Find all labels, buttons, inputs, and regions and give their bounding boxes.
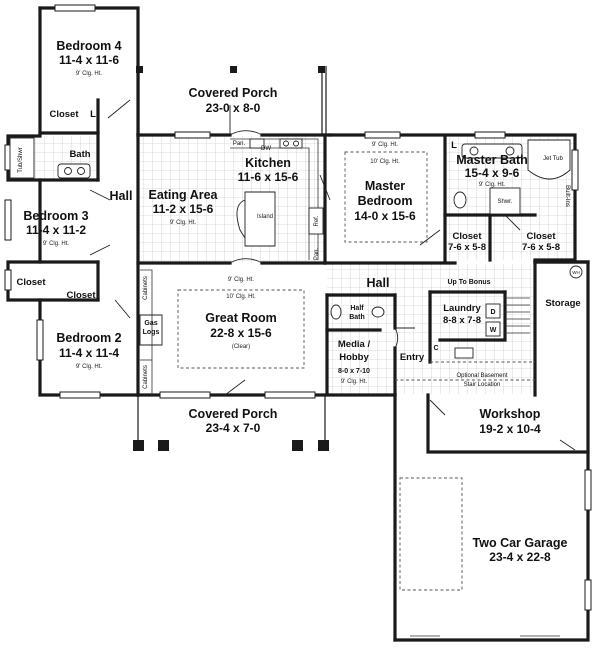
porch-rear-name: Covered Porch bbox=[189, 86, 278, 100]
porch-front-name: Covered Porch bbox=[189, 407, 278, 421]
dishwasher-label: DW bbox=[261, 146, 271, 152]
bedroom2-dims: 11-4 x 11-4 bbox=[59, 346, 119, 360]
room-bedroom4: Bedroom 4 11-4 x 11-6 9' Clg. Ht. bbox=[56, 39, 121, 77]
hall-left-label: Hall bbox=[110, 189, 133, 203]
room-covered-porch-rear: Covered Porch 23-0 x 8-0 bbox=[189, 86, 278, 115]
great-room-clear: (Clear) bbox=[232, 344, 250, 350]
kitchen-dims: 11-6 x 15-6 bbox=[238, 170, 299, 184]
great-room-note-top: 9' Clg. Ht. bbox=[228, 277, 254, 283]
fixtures bbox=[9, 137, 583, 637]
room-closet-right: Closet 7-6 x 5-8 bbox=[522, 231, 560, 253]
up-to-bonus-label: Up To Bonus bbox=[447, 279, 490, 286]
room-bedroom3: Bedroom 3 11-4 x 11-2 9' Clg. Ht. bbox=[23, 209, 88, 247]
doors bbox=[89, 99, 576, 451]
room-eating-area: Eating Area 11-2 x 15-6 9' Clg. Ht. bbox=[148, 188, 218, 226]
closet-bedroom2: Closet bbox=[66, 290, 96, 301]
bedroom2-note: 9' Clg. Ht. bbox=[76, 364, 102, 370]
closet-right-name: Closet bbox=[526, 231, 556, 242]
pantry-label: Pan. bbox=[233, 141, 246, 147]
linen-closet-label: L bbox=[90, 109, 96, 120]
room-garage: Two Car Garage 23-4 x 22-8 bbox=[473, 536, 568, 564]
cabinets-lower-label: Cabinets bbox=[143, 365, 149, 389]
gas-logs-label: Gas bbox=[144, 320, 157, 327]
media-dims: 8-0 x 7-10 bbox=[338, 368, 370, 375]
built-ins-label: Built-Ins bbox=[564, 185, 570, 207]
hall-center-label: Hall bbox=[367, 276, 390, 290]
gas-logs-label2: Logs bbox=[143, 329, 160, 336]
media-note: 9' Clg. Ht. bbox=[341, 379, 367, 385]
eating-area-note: 9' Clg. Ht. bbox=[170, 220, 196, 226]
workshop-name: Workshop bbox=[480, 407, 541, 421]
room-kitchen: Kitchen 11-6 x 15-6 bbox=[238, 156, 299, 184]
great-room-dims: 22-8 x 15-6 bbox=[210, 326, 272, 340]
refrigerator-label: Ref. bbox=[314, 215, 320, 226]
bedroom3-note: 9' Clg. Ht. bbox=[43, 241, 69, 247]
room-bedroom2: Bedroom 2 11-4 x 11-4 9' Clg. Ht. bbox=[56, 331, 121, 370]
laundry-name: Laundry bbox=[443, 303, 481, 314]
linen-master-label: L bbox=[451, 140, 457, 151]
cabinets-upper-label: Cabinets bbox=[143, 276, 149, 300]
master-bedroom-dims: 14-0 x 15-6 bbox=[354, 209, 416, 223]
closet-left-name: Closet bbox=[452, 231, 482, 242]
master-bedroom-note-top: 9' Clg. Ht. bbox=[372, 142, 398, 148]
closet-left-dims: 7-6 x 5-8 bbox=[448, 242, 486, 253]
master-bedroom-name2: Bedroom bbox=[358, 194, 413, 208]
bedroom4-name: Bedroom 4 bbox=[56, 39, 121, 53]
porch-posts bbox=[133, 66, 329, 451]
laundry-dims: 8-8 x 7-8 bbox=[443, 315, 481, 326]
half-bath-label2: Bath bbox=[349, 314, 365, 321]
coats-closet-label: C bbox=[433, 345, 438, 352]
kitchen-name: Kitchen bbox=[245, 156, 291, 170]
porch-rear-dims: 23-0 x 8-0 bbox=[206, 101, 261, 115]
bedroom3-name: Bedroom 3 bbox=[23, 209, 88, 223]
storage-label: Storage bbox=[545, 298, 580, 309]
garage-name: Two Car Garage bbox=[473, 536, 568, 550]
basement-label2: Stair Location bbox=[464, 382, 501, 388]
tub-shower-label: Tub/Shwr bbox=[18, 147, 24, 172]
garage-dims: 23-4 x 22-8 bbox=[489, 550, 551, 564]
basement-label: Optional Basement bbox=[456, 373, 507, 379]
half-bath-label: Half bbox=[350, 305, 364, 312]
pantry2-label: Pan. bbox=[314, 247, 320, 260]
room-covered-porch-front: Covered Porch 23-4 x 7-0 bbox=[189, 407, 278, 435]
media-name: Media / bbox=[338, 339, 371, 350]
bedroom4-dims: 11-4 x 11-6 bbox=[59, 53, 119, 67]
master-bath-note: 9' Clg. Ht. bbox=[479, 182, 505, 188]
room-great-room: 9' Clg. Ht. 10' Clg. Ht. Great Room 22-8… bbox=[205, 277, 277, 350]
room-closet-left: Closet 7-6 x 5-8 bbox=[448, 231, 486, 253]
shower-label: Shwr. bbox=[497, 199, 512, 205]
great-room-name: Great Room bbox=[205, 311, 277, 325]
closet-right-dims: 7-6 x 5-8 bbox=[522, 242, 560, 253]
island-label: Island bbox=[257, 214, 273, 220]
jet-tub-label: Jet Tub bbox=[543, 156, 563, 162]
windows bbox=[4, 4, 592, 611]
room-laundry: Laundry 8-8 x 7-8 bbox=[443, 303, 481, 326]
bedroom3-dims: 11-4 x 11-2 bbox=[26, 223, 86, 237]
bedroom2-name: Bedroom 2 bbox=[56, 331, 121, 345]
room-workshop: Workshop 19-2 x 10-4 bbox=[479, 407, 541, 436]
room-master-bedroom: 9' Clg. Ht. 10' Clg. Ht. Master Bedroom … bbox=[354, 142, 416, 223]
entry-label: Entry bbox=[400, 352, 425, 363]
porch-front-dims: 23-4 x 7-0 bbox=[206, 421, 261, 435]
eating-area-name: Eating Area bbox=[148, 188, 218, 202]
washer-label: W bbox=[490, 327, 497, 334]
master-bedroom-note-inner: 10' Clg. Ht. bbox=[370, 159, 400, 165]
dashed-lines bbox=[177, 151, 535, 591]
media-name2: Hobby bbox=[339, 352, 369, 363]
room-media-hobby: Media / Hobby 8-0 x 7-10 9' Clg. Ht. bbox=[338, 339, 371, 385]
workshop-dims: 19-2 x 10-4 bbox=[479, 422, 541, 436]
master-bath-name: Master Bath bbox=[456, 153, 528, 167]
great-room-note-inner: 10' Clg. Ht. bbox=[226, 294, 256, 300]
bedroom4-note: 9' Clg. Ht. bbox=[76, 71, 102, 77]
bath-label: Bath bbox=[69, 149, 90, 160]
closet-bedroom4: Closet bbox=[49, 109, 79, 120]
closet-bedroom3: Closet bbox=[16, 277, 46, 288]
master-bath-dims: 15-4 x 9-6 bbox=[465, 166, 520, 180]
eating-area-dims: 11-2 x 15-6 bbox=[153, 202, 214, 216]
room-master-bath: Master Bath 15-4 x 9-6 9' Clg. Ht. bbox=[456, 153, 528, 188]
master-bedroom-name: Master bbox=[365, 179, 405, 193]
water-heater-label: WH bbox=[572, 270, 580, 275]
dryer-label: D bbox=[490, 309, 495, 316]
